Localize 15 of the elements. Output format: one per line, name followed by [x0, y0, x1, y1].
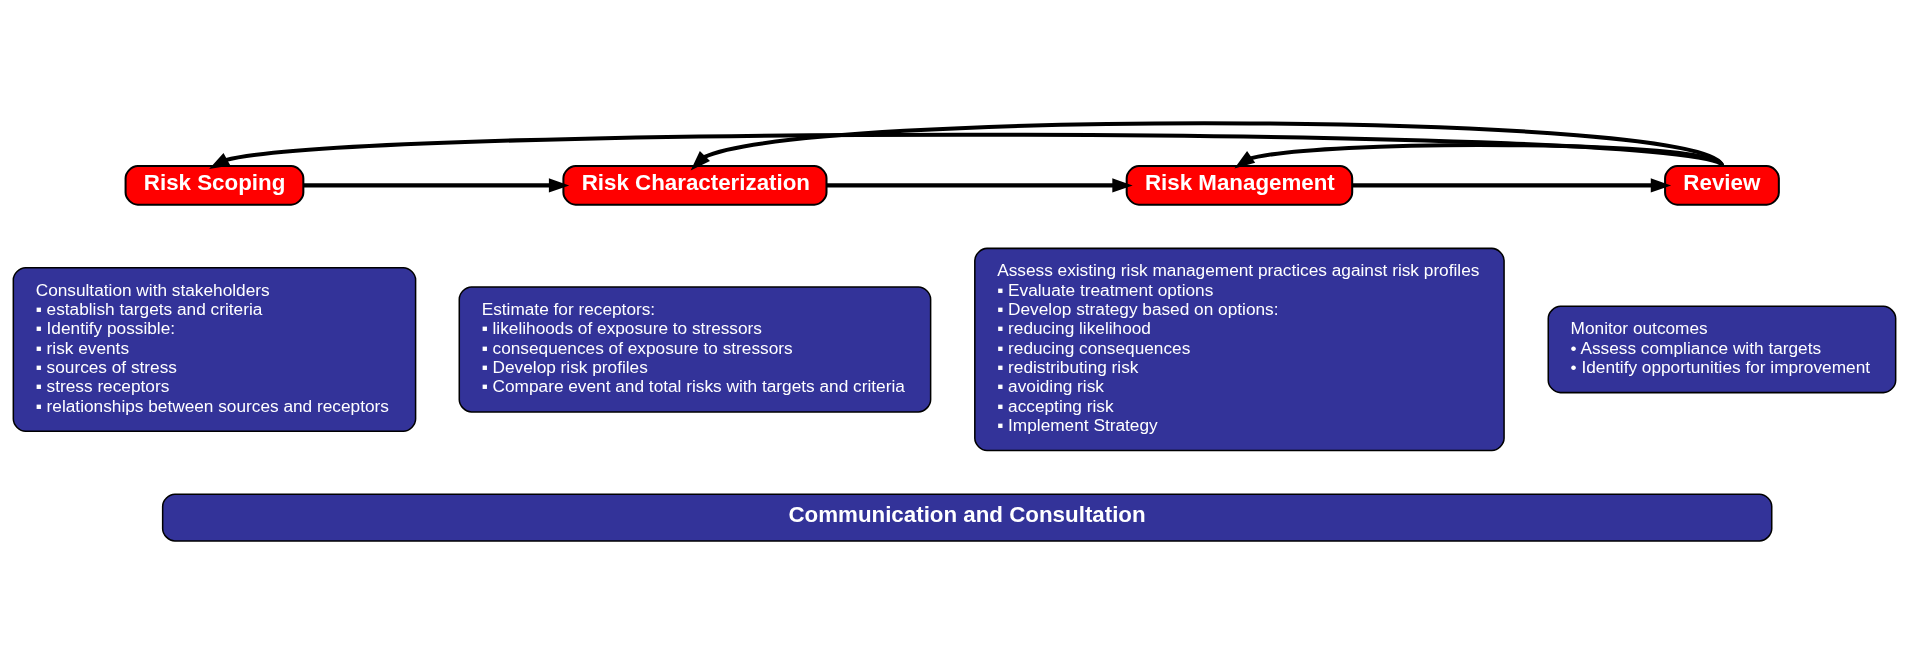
node-box: Review	[1664, 164, 1780, 206]
arrow	[1234, 142, 1724, 169]
node-box: Consultation with stakeholders ▪ establish targets and criteria ▪ Identify possible: ▪ risk events ▪ sources of stress ▪ stress receptors ▪ relationships between sources and receptors	[12, 266, 417, 432]
node-box: Risk Management	[1125, 164, 1354, 206]
arrow	[1352, 177, 1672, 193]
node-box: Monitor outcomes • Assess compliance with targets • Identify opportunities for improvement	[1547, 305, 1897, 393]
node-box: Communication and Consultation	[161, 492, 1773, 542]
arrow	[690, 120, 1724, 170]
node-box: Assess existing risk management practices against risk profiles ▪ Evaluate treatment options ▪ Develop strategy based on options: ▪ reducing likelihood ▪ reducing consequences ▪ redistributing risk ▪ avoiding risk ▪ accepting risk ▪ Implement Strategy	[974, 247, 1505, 451]
arrow	[303, 177, 570, 193]
node-box: Risk Characterization	[562, 164, 828, 206]
node-box: Estimate for receptors: ▪ likelihoods of exposure to stressors ▪ consequences of exposure to stressors ▪ Develop risk profiles ▪ Compare event and total risks with targets and criteria	[458, 285, 932, 413]
arrow	[209, 132, 1723, 169]
arrow	[826, 177, 1133, 193]
node-box: Risk Scoping	[124, 164, 305, 206]
